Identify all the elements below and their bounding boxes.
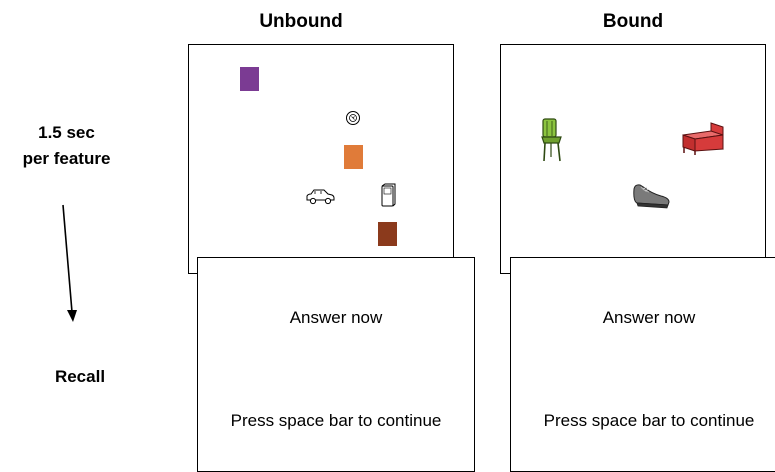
brown-square [378,222,397,246]
chair-icon [541,118,562,162]
bed-icon [682,122,724,155]
bound-recall-panel: Answer now Press space bar to continue [510,257,775,472]
unbound-title: Unbound [259,11,343,32]
shoe-icon [633,184,670,209]
timing-label-line1: 1.5 sec [38,123,95,142]
time-arrow-icon [62,204,77,322]
answer-now-text: Answer now [289,308,383,327]
press-space-text: Press space bar to continue [543,411,755,430]
phone-icon [381,183,396,207]
bound-study-panel [500,44,766,274]
unbound-study-panel [188,44,454,274]
timing-label: 1.5 sec per feature [0,120,133,172]
timing-label-line2: per feature [22,149,111,168]
purple-square [240,67,259,91]
coin-icon [346,111,360,125]
bound-title: Bound [602,11,664,32]
orange-square [344,145,363,169]
unbound-recall-panel: Answer now Press space bar to continue [197,257,475,472]
recall-label: Recall [54,367,106,386]
car-icon [306,189,335,205]
answer-now-text: Answer now [602,308,696,327]
press-space-text: Press space bar to continue [230,411,442,430]
